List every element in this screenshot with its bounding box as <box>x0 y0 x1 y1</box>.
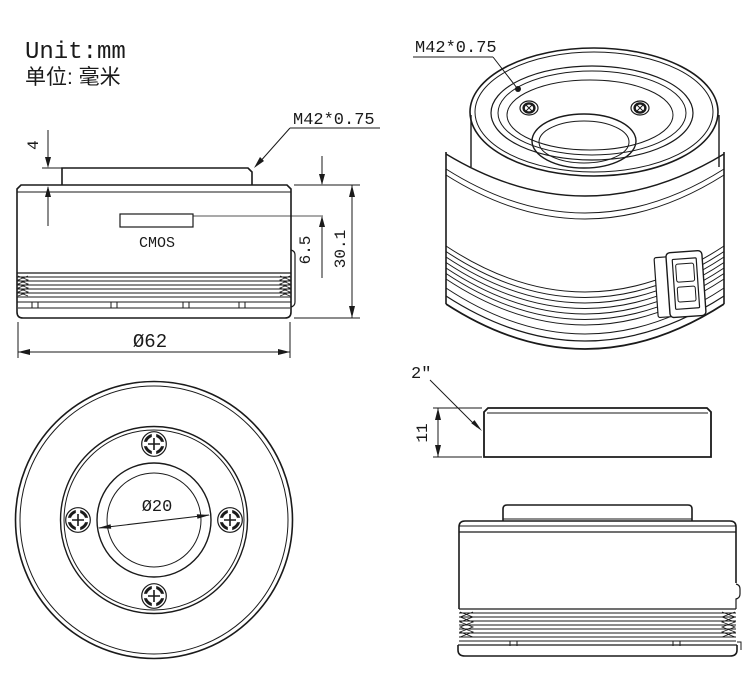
knurl-texture-right <box>278 275 292 297</box>
persp-knurl-band <box>445 245 725 326</box>
side-usb-bump <box>290 249 296 308</box>
dim-body-height: 30.1 <box>332 230 350 268</box>
front-screw-bottom <box>141 583 167 609</box>
persp-center-hole <box>531 113 637 169</box>
sensor-window <box>119 213 194 228</box>
thread-label-perspective: M42*0.75 <box>415 39 497 58</box>
persp-flange-rim <box>469 47 719 177</box>
unit-label: Unit:mm <box>25 39 126 66</box>
front-outer-circle <box>14 380 294 660</box>
bottom-rim-outline <box>457 645 738 657</box>
side-body-outline <box>16 184 292 319</box>
front-screw-left <box>65 507 91 533</box>
side-view-drawing: CMOS 4 M42*0.75 6.5 30.1 Ø62 <box>16 111 380 358</box>
dim-hole-diameter: Ø20 <box>142 498 173 517</box>
perspective-view-drawing: M42*0.75 <box>413 39 725 350</box>
dim-adapter-height: 11 <box>414 423 432 442</box>
knurl-texture-left <box>16 275 30 297</box>
front-view-drawing: Ø20 <box>14 380 294 660</box>
persp-barrel-sides <box>445 152 725 304</box>
adapter-side-drawing: 2″ 11 <box>411 365 712 458</box>
bottom-flange-outline <box>502 504 693 521</box>
side-flange-outline <box>61 167 253 185</box>
persp-usb-port <box>653 249 707 319</box>
persp-thread-ring <box>490 65 694 161</box>
dim-body-diameter: Ø62 <box>133 331 167 353</box>
persp-screw-left <box>519 100 539 116</box>
adapter-size-label: 2″ <box>411 365 431 384</box>
dim-sensor-depth: 6.5 <box>297 236 315 265</box>
front-inner-circle <box>96 462 212 578</box>
dim-flange-height: 4 <box>25 140 43 150</box>
front-screw-right <box>217 507 243 533</box>
bottom-body-outline <box>458 520 737 609</box>
persp-screw-right <box>630 100 650 116</box>
front-screw-top <box>141 431 167 457</box>
bottom-knurl-left <box>458 611 475 638</box>
unit-label-cn: 单位: 毫米 <box>25 66 121 89</box>
thread-label-side: M42*0.75 <box>293 111 375 130</box>
adapter-outline <box>483 407 712 458</box>
bottom-usb-bump <box>735 583 741 609</box>
adapter-camera-drawing <box>457 504 742 657</box>
cmos-label: CMOS <box>139 235 175 252</box>
bottom-knurl-right <box>720 611 737 638</box>
persp-leader-dot <box>515 86 521 92</box>
front-middle-circle <box>59 425 249 615</box>
